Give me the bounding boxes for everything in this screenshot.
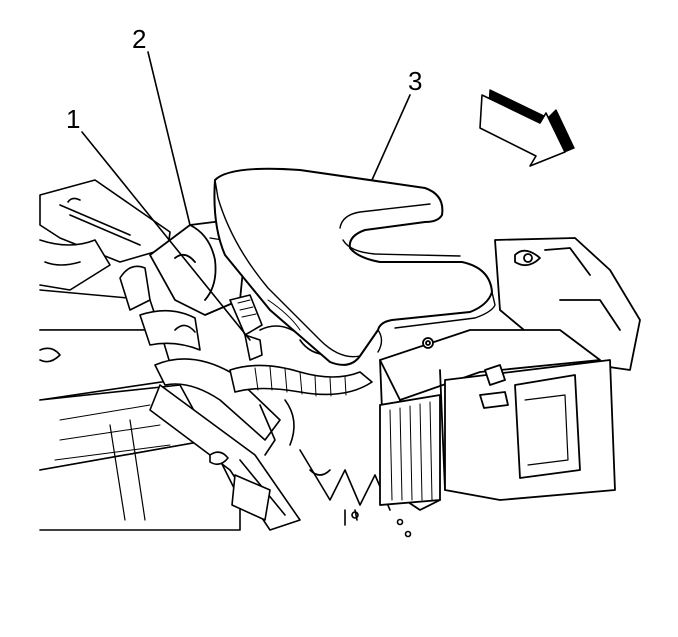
callout-2: 2 [132,24,146,54]
leader-line-3 [371,94,411,181]
leader-line-2 [147,51,191,226]
engine-block-structure [39,179,412,538]
forward-arrow-icon [479,89,575,167]
leader-line-1 [81,131,251,341]
battery-tray-structure [379,237,641,511]
callout-leader-lines [81,51,411,341]
callout-1: 1 [66,104,80,134]
callout-3: 3 [408,66,422,96]
component-3-engine-cover [213,167,496,366]
component-1-connector-harness [229,294,373,456]
